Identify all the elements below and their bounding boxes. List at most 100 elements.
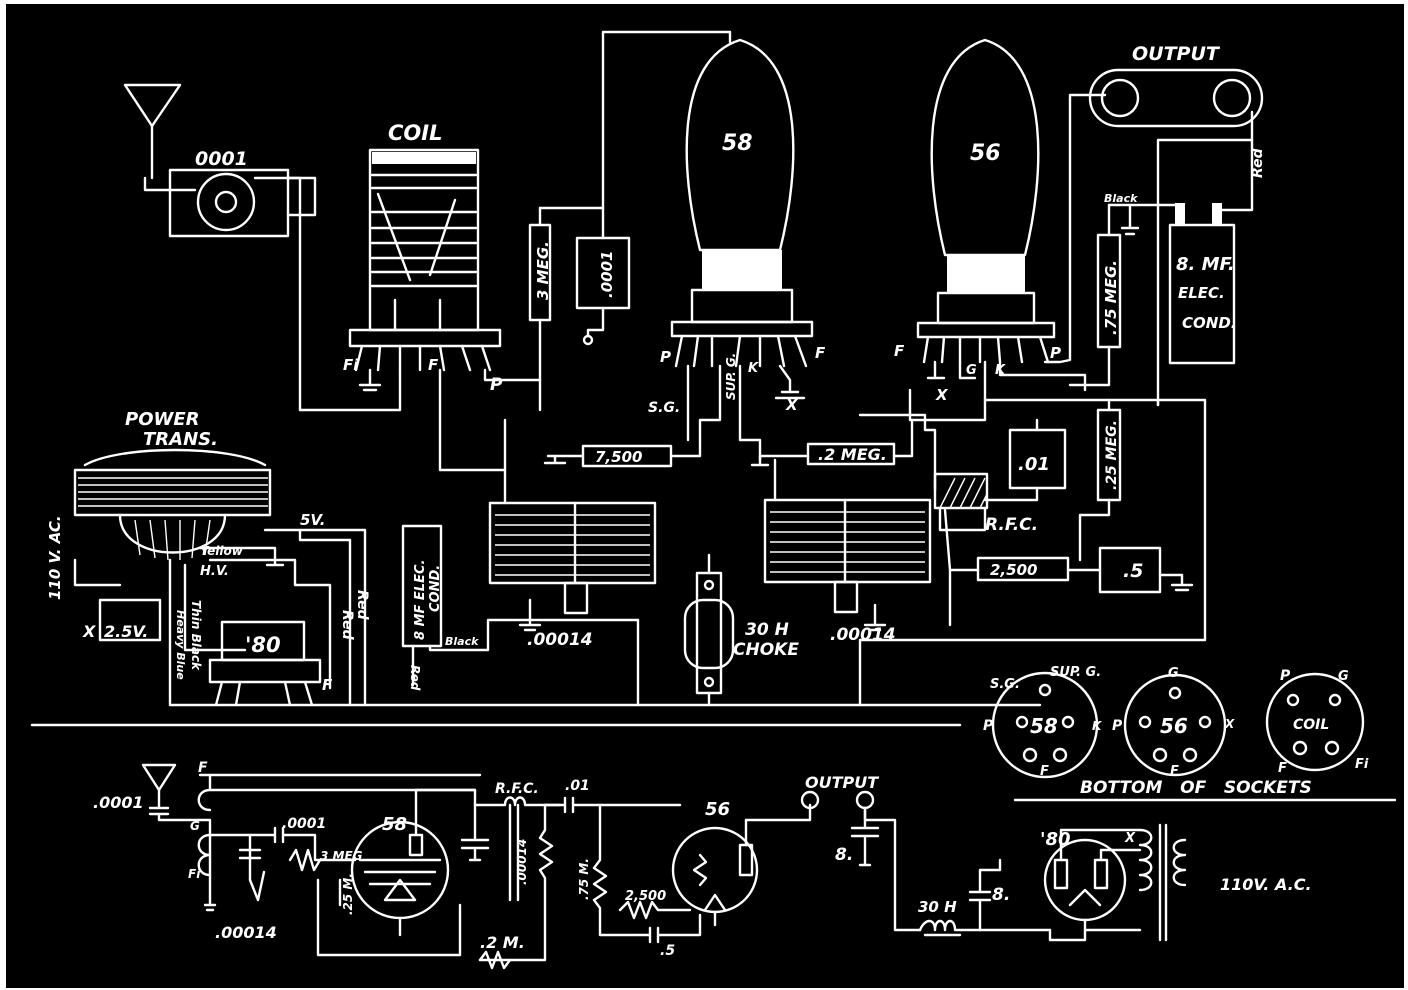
- rf-choke: [858, 413, 989, 532]
- x-label: X: [82, 622, 96, 641]
- coil-label: COIL: [388, 121, 442, 145]
- schematic-8b-label: 8.: [992, 885, 1010, 905]
- thin-black-label: Thin Black: [189, 600, 203, 671]
- coupling-capacitor: [983, 418, 1067, 502]
- tube-58-pin-f: F: [815, 344, 826, 362]
- cathode-resistor: [943, 508, 1102, 627]
- black-lead-label: Black: [445, 635, 479, 648]
- schematic-power-transformer: [1083, 823, 1187, 942]
- tube-56-pin-f: F: [894, 342, 905, 360]
- antenna-capacitor-label: 0001: [195, 148, 248, 170]
- socket-coil-f: F: [1278, 761, 1287, 776]
- five-volt-label: 5V.: [300, 511, 325, 529]
- hv-lead: [263, 528, 1042, 707]
- schematic-2500-label: 2,500: [625, 889, 666, 904]
- socket-coil-fi: Fi: [1355, 757, 1369, 772]
- red-lead-label: Red: [408, 665, 422, 691]
- schematic-00014-label: .00014: [215, 923, 277, 942]
- rf-choke-label: R.F.C.: [985, 515, 1038, 535]
- hv-label: H.V.: [200, 564, 229, 579]
- schematic-tube-58-label: 58: [382, 814, 407, 835]
- rectifier-tube-80: [208, 620, 322, 707]
- socket-coil-label: COIL: [1293, 717, 1329, 733]
- tube-58-pin-supg: SUP. G.: [724, 353, 738, 400]
- schematic-output-label: OUTPUT: [805, 773, 879, 792]
- coil-pin-f: F: [428, 356, 439, 374]
- socket-56-g: G: [1168, 666, 1179, 681]
- socket-58-sg: S.G.: [990, 677, 1020, 692]
- socket-coil-p: P: [1280, 668, 1291, 684]
- output-label-top: OUTPUT: [1132, 43, 1221, 65]
- schematic-cathode-wiring: [316, 878, 462, 957]
- tube-56-pin-k: K: [995, 363, 1006, 378]
- coil-pin-p: P: [490, 375, 503, 395]
- line-voltage-label: 110 V. AC.: [46, 515, 64, 600]
- black-wire-label-top: Black: [1104, 192, 1138, 205]
- electrolytic-capacitor-top-label-2: ELEC.: [1178, 284, 1225, 302]
- schematic-coupling-cap: [478, 796, 602, 970]
- socket-58-p: P: [983, 718, 994, 734]
- schematic-0001-label: .0001: [282, 816, 326, 832]
- antenna-capacitor: [143, 168, 317, 412]
- schematic-rfc-label: R.F.C.: [495, 781, 539, 797]
- socket-58: [991, 671, 1099, 779]
- diagram-background: [6, 4, 1404, 988]
- socket-58-label: 58: [1030, 714, 1058, 738]
- socket-56-x: X: [1224, 717, 1235, 731]
- schematic-tube-58: [350, 788, 477, 937]
- socket-56-p: P: [1112, 718, 1123, 734]
- socket-coil-g: G: [1338, 669, 1349, 684]
- schematic-30h-label: 30 H: [918, 898, 957, 916]
- tube-56-label: 56: [970, 141, 1001, 166]
- power-transformer-label-1: POWER: [125, 409, 200, 430]
- socket-56: [1123, 673, 1227, 777]
- electrolytic-capacitor-top: [1168, 203, 1236, 365]
- schematic-2m-label: .2 M.: [480, 933, 525, 952]
- schematic-g-label: G: [190, 819, 200, 833]
- tube-58-pin-sg: S.G.: [648, 400, 680, 416]
- coupling-capacitor-label: .01: [1018, 454, 1050, 475]
- electrolytic-capacitor-lower: [401, 524, 640, 707]
- tube-58-label: 58: [722, 131, 753, 156]
- bottom-of-sockets-caption: BOTTOM OF SOCKETS: [1080, 778, 1312, 798]
- red-trans-label: Red: [354, 590, 370, 621]
- socket-58-supg: SUP. G.: [1050, 665, 1101, 680]
- plate-resistor-label: .75 MEG.: [1102, 260, 1120, 335]
- schematic-grid-resistor: [592, 803, 682, 937]
- schematic-grid-components: [248, 826, 357, 872]
- tube-58-pin-k: K: [748, 361, 759, 376]
- tube-58: [670, 38, 814, 462]
- tube-56-pin-g: G: [966, 363, 977, 378]
- electrolytic-capacitor-top-label-1: 8. MF.: [1176, 254, 1235, 275]
- schematic-01-label: .01: [565, 778, 590, 794]
- grid-capacitor: [538, 30, 732, 346]
- plate-coupling-resistor-label: .2 MEG.: [818, 445, 887, 464]
- schematic-x-label: X: [1124, 831, 1136, 846]
- schematic-25meg-label: .25 M.: [341, 873, 355, 915]
- socket-coil: [1265, 672, 1365, 772]
- red-wire-label-top: Red: [1250, 147, 1266, 178]
- coil-pin-fi: Fi: [343, 356, 359, 374]
- schematic-fi-label: Fi: [188, 867, 201, 881]
- schematic-5-label: .5: [660, 943, 675, 959]
- schematic-cathode-network: [618, 900, 702, 944]
- electrolytic-capacitor-lower-label-2: COND.: [428, 565, 443, 612]
- cathode-resistor-label: 2,500: [990, 561, 1037, 579]
- schematic-output: [800, 790, 922, 932]
- schematic-75meg-label: .75 M.: [577, 858, 591, 900]
- power-transformer: [73, 448, 272, 561]
- b-plus-wire: [858, 398, 1207, 707]
- tube-58-pin-x: X: [785, 396, 799, 414]
- tube-58-pin-p: P: [660, 348, 671, 366]
- grid-leak-resistor-label: 3 MEG.: [534, 241, 552, 300]
- schematic-8a-label: 8.: [835, 845, 853, 865]
- tuning-condenser-2: [763, 458, 932, 632]
- schematic-plate-bypass: [460, 803, 490, 862]
- socket-58-k: K: [1092, 719, 1103, 733]
- rectifier-pin-f-label: F: [322, 676, 333, 694]
- output-terminals: [1088, 68, 1264, 407]
- yellow-lead-label: Yellow: [200, 544, 244, 558]
- bypass-capacitor-label: .5: [1123, 560, 1143, 582]
- tube-56-pin-p: P: [1050, 344, 1061, 362]
- electrolytic-capacitor-top-label-3: COND.: [1182, 314, 1236, 332]
